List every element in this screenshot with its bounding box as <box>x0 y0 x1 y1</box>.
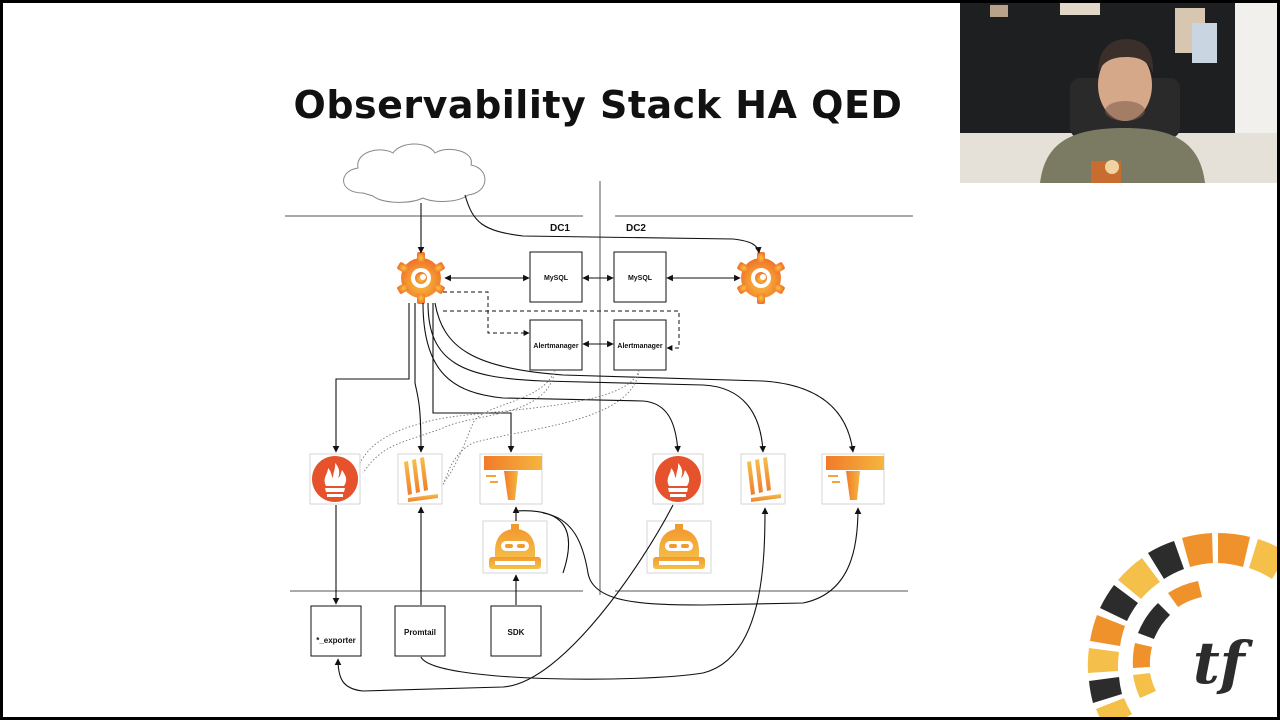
dc2-alertmanager-label: Alertmanager <box>617 343 662 350</box>
separator-lines <box>285 181 913 595</box>
dc2-mysql-label: MySQL <box>628 275 653 282</box>
tf-logo-icon: tf <box>1087 533 1277 717</box>
dc1-label: DC1 <box>550 223 570 234</box>
cloud-icon <box>343 143 486 203</box>
dc1-alertmanager-label: Alertmanager <box>533 343 578 350</box>
promtail-label: Promtail <box>404 628 436 637</box>
tempo-icon <box>479 453 543 505</box>
slide: Observability Stack HA QED <box>3 3 1277 717</box>
presenter-image <box>960 3 1277 183</box>
loki-icon <box>397 453 443 505</box>
dc1-alertmanager-box: Alertmanager <box>529 319 583 371</box>
conference-logo: tf <box>1083 528 1277 717</box>
promtail-box: Promtail <box>394 605 446 657</box>
dc1-mysql-box: MySQL <box>529 251 583 303</box>
grafana-icon <box>397 252 445 304</box>
dotted-connectors <box>359 369 640 486</box>
dc2-mysql-box: MySQL <box>613 251 667 303</box>
grafana-icon <box>737 252 785 304</box>
slide-title: Observability Stack HA QED <box>293 83 903 127</box>
agent-robot-icon <box>646 520 712 574</box>
dc1-mysql-label: MySQL <box>544 275 569 282</box>
dc2-alertmanager-box: Alertmanager <box>613 319 667 371</box>
loki-icon <box>740 453 786 505</box>
exporter-box: *_exporter <box>310 605 362 657</box>
dc2-label: DC2 <box>626 223 646 234</box>
prometheus-icon <box>309 453 361 505</box>
dashed-connectors <box>443 291 680 351</box>
prometheus-icon <box>652 453 704 505</box>
architecture-diagram: DC1 DC2 MySQL MySQL Alertmanager Alertma… <box>285 143 913 692</box>
sdk-box: SDK <box>490 605 542 657</box>
connectors <box>332 194 862 692</box>
svg-text:tf: tf <box>1193 629 1254 697</box>
agent-robot-icon <box>482 520 548 574</box>
webcam-feed <box>960 3 1277 183</box>
exporter-label: *_exporter <box>316 636 356 645</box>
tempo-icon <box>821 453 885 505</box>
sdk-label: SDK <box>508 628 525 637</box>
